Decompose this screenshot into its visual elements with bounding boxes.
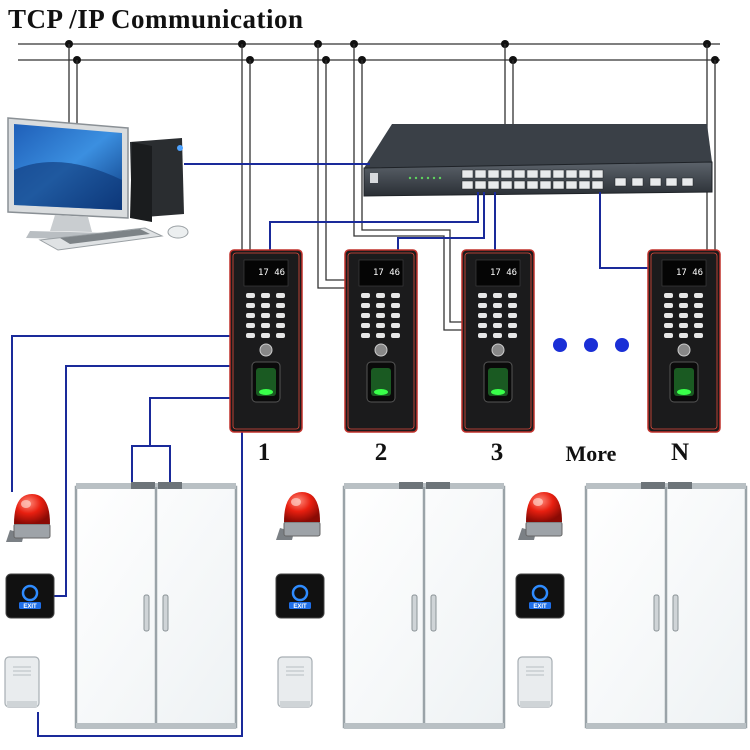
network-bus (18, 40, 720, 331)
network-switch-icon (363, 124, 713, 197)
exit-button-3-label: EXIT (533, 604, 547, 610)
door-bell-3-icon (517, 656, 553, 708)
exit-button-1-icon: EXIT (4, 572, 56, 620)
glass-door-3-icon (584, 480, 748, 731)
more-dots (553, 338, 629, 352)
alarm-siren-1-icon (5, 493, 51, 543)
fingerprint-terminal-3: 17 46 (461, 249, 535, 433)
terminal-2-label: 2 (375, 439, 388, 466)
fingerprint-terminal-1: 17 46 (229, 249, 303, 433)
exit-button-1-label: EXIT (23, 604, 37, 610)
more-label: More (566, 441, 617, 466)
terminal-n-time: 17 46 (676, 268, 703, 278)
diagram-title: TCP /IP Communication (8, 4, 304, 34)
terminal-1-label: 1 (258, 439, 271, 466)
glass-door-1-icon (74, 480, 238, 731)
door-bell-1-icon (4, 656, 40, 708)
terminal-n-label: N (671, 439, 689, 466)
lan-cables (11, 163, 648, 737)
terminal-3-label: 3 (491, 439, 504, 466)
desktop-computer-icon (7, 117, 189, 251)
door-bell-2-icon (277, 656, 313, 708)
exit-button-2-icon: EXIT (274, 572, 326, 620)
fingerprint-terminal-n: 17 46 (647, 249, 721, 433)
exit-button-3-icon: EXIT (514, 572, 566, 620)
terminal-3-time: 17 46 (490, 268, 517, 278)
alarm-siren-3-icon (517, 491, 563, 541)
terminal-2-time: 17 46 (373, 268, 400, 278)
glass-door-2-icon (342, 480, 506, 731)
exit-button-2-label: EXIT (293, 604, 307, 610)
terminal-1-time: 17 46 (258, 268, 285, 278)
fingerprint-terminal-2: 17 46 (344, 249, 418, 433)
alarm-siren-2-icon (275, 491, 321, 541)
